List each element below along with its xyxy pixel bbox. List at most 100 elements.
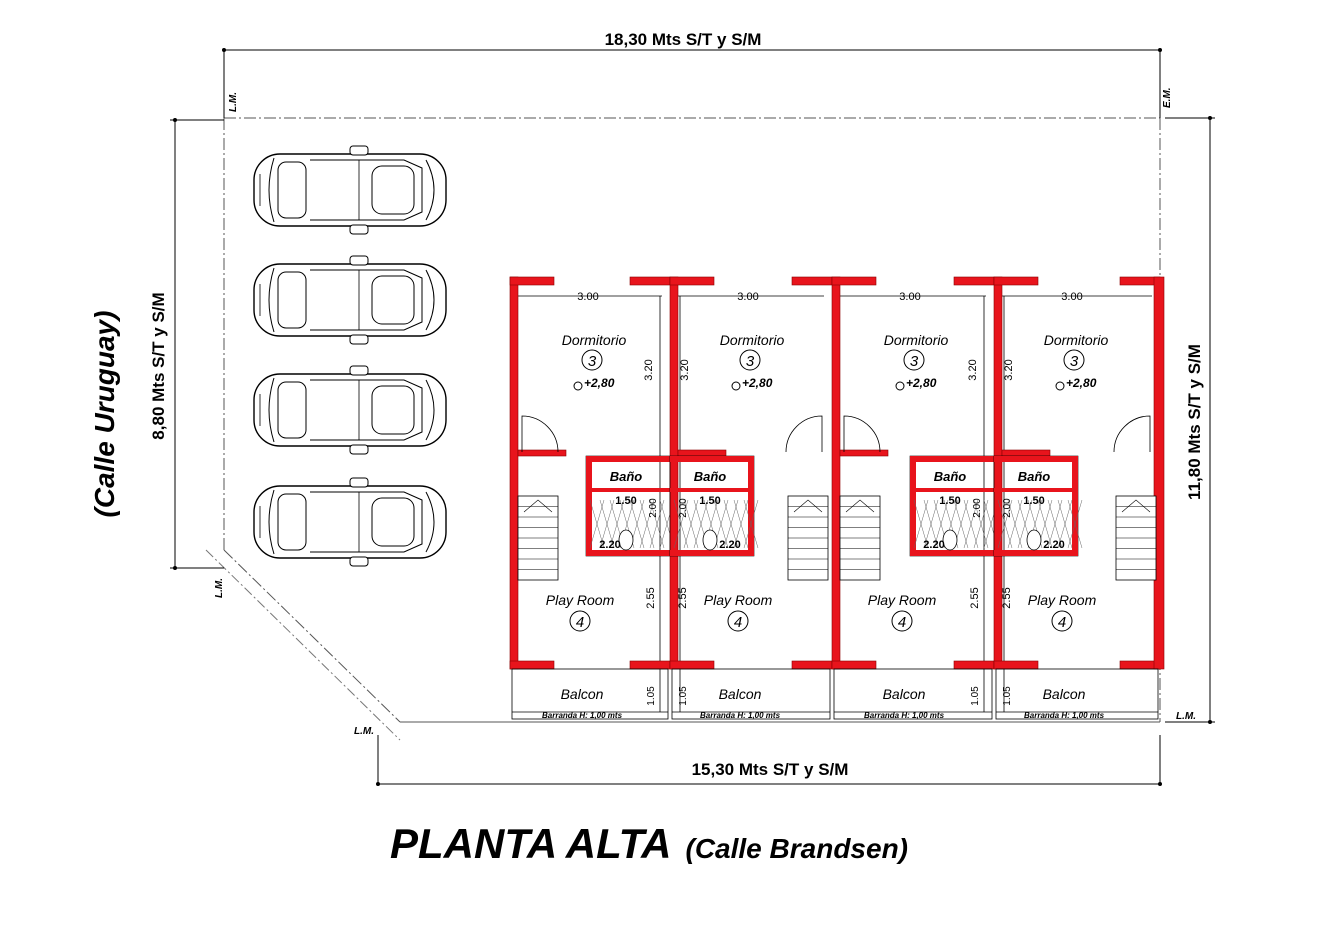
wall [839, 449, 889, 457]
balcon-label: Balcon [1043, 686, 1086, 702]
wall [831, 276, 877, 286]
level-icon [573, 381, 583, 391]
bano-label: Baño [610, 469, 643, 484]
dim-dorm-depth: 3.20 [679, 359, 691, 380]
door-swing [1113, 415, 1151, 453]
dim-play-depth: 2.55 [677, 587, 689, 608]
plan-title-sub: (Calle Brandsen) [686, 833, 909, 864]
room-number-badge [1051, 610, 1073, 632]
barranda-label: Barranda H: 1,00 mts [1024, 711, 1105, 720]
level-label: +2,80 [584, 376, 615, 390]
lm-marker-top: L.M. [228, 92, 239, 112]
level-label: +2,80 [1066, 376, 1097, 390]
dim-bottom: 15,30 Mts S/T y S/M [692, 760, 849, 779]
balcon-label: Balcon [883, 686, 926, 702]
unit-4: Dormitorio3+2,803.003.20Baño1.502.002.20… [993, 276, 1165, 720]
dim-width: 3.00 [737, 291, 758, 303]
dim-top: 18,30 Mts S/T y S/M [605, 30, 762, 49]
balcon-label: Balcon [719, 686, 762, 702]
lm-marker-bottom-left: L.M. [354, 726, 374, 737]
dim-dorm-depth: 3.20 [643, 359, 655, 380]
room-number-badge [1063, 349, 1085, 371]
playroom-number: 4 [898, 614, 906, 631]
balcony [671, 668, 831, 720]
car-4 [253, 477, 447, 567]
lm-marker-left: L.M. [214, 578, 225, 598]
bano-label: Baño [1018, 469, 1051, 484]
toilet-icon [702, 529, 718, 551]
plan-title: PLANTA ALTA (Calle Brandsen) [390, 820, 908, 867]
wall [669, 276, 679, 670]
dim-balcon-depth: 1.05 [1002, 686, 1013, 706]
car-3 [253, 365, 447, 455]
dim-bath-lower: 2.20 [1043, 539, 1064, 551]
bathroom [993, 455, 1083, 557]
level-label: +2,80 [742, 376, 773, 390]
dim-width: 3.00 [577, 291, 598, 303]
wall [993, 276, 1039, 286]
barranda-label: Barranda H: 1,00 mts [700, 711, 781, 720]
wall [993, 276, 1003, 670]
room-number-badge [903, 349, 925, 371]
wall [509, 660, 555, 670]
wall [677, 449, 727, 457]
dim-right: 11,80 Mts S/T y S/M [1185, 344, 1204, 500]
bano-label: Baño [694, 469, 727, 484]
staircase [839, 495, 881, 581]
dim-bath-w: 1.50 [939, 495, 960, 507]
balcony [995, 668, 1159, 720]
dormitorio-number: 3 [910, 353, 919, 370]
dim-bath-lower: 2.20 [719, 539, 740, 551]
wall [669, 276, 715, 286]
dormitorio-label: Dormitorio [1044, 332, 1109, 348]
dormitorio-number: 3 [1070, 353, 1079, 370]
playroom-number: 4 [1058, 614, 1066, 631]
balcony [833, 668, 993, 720]
playroom-label: Play Room [546, 592, 615, 608]
wall [831, 660, 877, 670]
playroom-label: Play Room [868, 592, 937, 608]
level-label: +2,80 [906, 376, 937, 390]
dim-play-depth: 2.55 [645, 587, 657, 608]
lm-marker-bottom-right: L.M. [1176, 711, 1196, 722]
playroom-number: 4 [734, 614, 742, 631]
wall [993, 660, 1039, 670]
dim-dorm-depth: 3.20 [1003, 359, 1015, 380]
room-number-badge [739, 349, 761, 371]
dormitorio-label: Dormitorio [562, 332, 627, 348]
car-2 [253, 255, 447, 345]
dim-bath-w: 1.50 [615, 495, 636, 507]
plan-title-main: PLANTA ALTA [390, 820, 672, 867]
staircase [787, 495, 829, 581]
wall [791, 660, 833, 670]
em-marker-top: E.M. [1162, 87, 1173, 108]
room-number-badge [891, 610, 913, 632]
wall [1153, 276, 1165, 670]
balcon-label: Balcon [561, 686, 604, 702]
unit-2: Dormitorio3+2,803.003.20Baño1.502.002.20… [669, 276, 833, 720]
level-icon [1055, 381, 1065, 391]
door-swing [843, 415, 881, 453]
wall [953, 660, 995, 670]
level-icon [895, 381, 905, 391]
balcony [511, 668, 669, 720]
staircase [517, 495, 559, 581]
wall [1001, 449, 1051, 457]
dim-balcon-depth: 1.05 [646, 686, 657, 706]
level-icon [731, 381, 741, 391]
dim-left: 8,80 Mts S/T y S/M [149, 292, 168, 439]
dim-bath-lower: 2.20 [923, 539, 944, 551]
wall [629, 276, 671, 286]
wall [791, 276, 833, 286]
playroom-number: 4 [576, 614, 584, 631]
dim-balcon-depth: 1.05 [678, 686, 689, 706]
dimension-ticks [173, 48, 1212, 786]
dormitorio-number: 3 [746, 353, 755, 370]
dim-bath-d: 2.00 [648, 498, 659, 518]
barranda-label: Barranda H: 1,00 mts [542, 711, 623, 720]
barranda-label: Barranda H: 1,00 mts [864, 711, 945, 720]
playroom-label: Play Room [1028, 592, 1097, 608]
